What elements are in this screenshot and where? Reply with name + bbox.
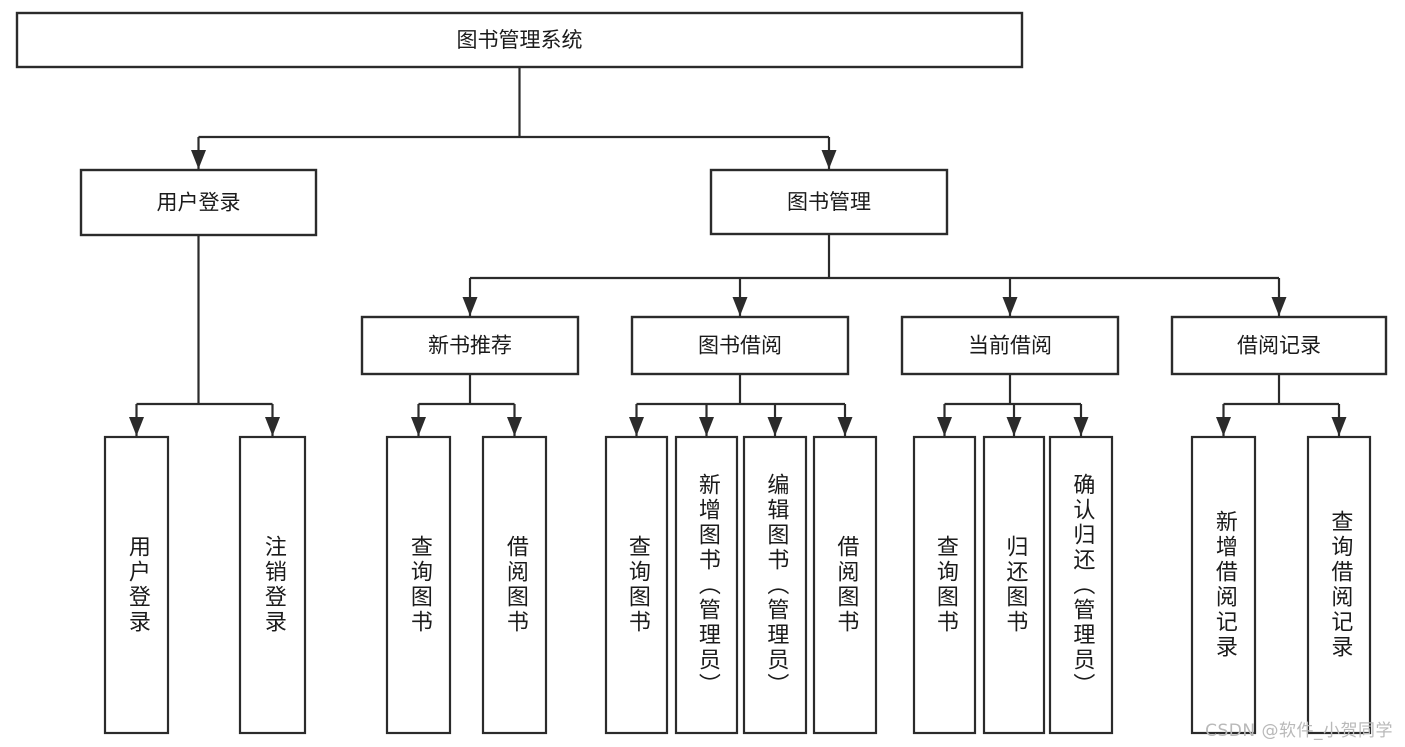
arrow-head-icon-level2-0 <box>191 150 206 169</box>
arrow-head-icon-level3-0 <box>462 297 478 316</box>
leaf-box-book_borrow-0[interactable] <box>604 435 669 735</box>
leaf-box-new_book_recommend-0[interactable] <box>385 435 452 735</box>
arrow-head-icon-borrow_record-0 <box>1216 417 1231 436</box>
node-box-root[interactable] <box>15 11 1024 69</box>
leaf-box-current_borrow-0[interactable] <box>912 435 977 735</box>
leaf-box-book_borrow-3[interactable] <box>812 435 878 735</box>
arrow-head-icon-current_borrow-1 <box>1006 417 1022 436</box>
arrow-head-icon-new_book_recommend-0 <box>411 417 426 436</box>
leaf-box-book_borrow-2[interactable] <box>742 435 808 735</box>
arrow-head-icon-level3-1 <box>732 297 748 316</box>
node-box-new-book-recommend[interactable] <box>360 315 580 376</box>
node-label-root: 图书管理系统 <box>457 28 583 52</box>
leaf-box-user_login-0[interactable] <box>103 435 170 735</box>
leaf-box-new_book_recommend-1[interactable] <box>481 435 548 735</box>
node-box-borrow-record[interactable] <box>1170 315 1388 376</box>
arrow-head-icon-borrow_record-1 <box>1331 417 1347 436</box>
leaf-box-borrow_record-0[interactable] <box>1190 435 1257 735</box>
connector-layer <box>129 67 1347 436</box>
arrow-head-icon-book_borrow-3 <box>837 417 853 436</box>
node-label-borrow-record: 借阅记录 <box>1237 334 1321 358</box>
arrow-head-icon-book_borrow-0 <box>629 417 644 436</box>
node-label-current-borrow: 当前借阅 <box>968 334 1052 358</box>
node-box-user-login[interactable] <box>79 168 318 237</box>
arrow-head-icon-level3-2 <box>1002 297 1018 316</box>
leaf-box-current_borrow-2[interactable] <box>1048 435 1114 735</box>
arrow-head-icon-user_login-1 <box>265 417 280 436</box>
leaf-box-user_login-1[interactable] <box>238 435 307 735</box>
arrow-head-icon-current_borrow-2 <box>1073 417 1089 436</box>
arrow-head-icon-level3-3 <box>1271 297 1287 316</box>
leaf-box-book_borrow-1[interactable] <box>674 435 739 735</box>
arrow-head-icon-level2-1 <box>821 150 837 169</box>
arrow-head-icon-book_borrow-1 <box>699 417 714 436</box>
leaf-box-borrow_record-1[interactable] <box>1306 435 1372 735</box>
arrow-head-icon-new_book_recommend-1 <box>507 417 522 436</box>
leaf-box-current_borrow-1[interactable] <box>982 435 1046 735</box>
arrow-head-icon-user_login-0 <box>129 417 144 436</box>
node-label-new-book-recommend: 新书推荐 <box>428 334 512 358</box>
node-label-book-borrow: 图书借阅 <box>698 334 782 358</box>
node-box-book-management[interactable] <box>709 168 949 236</box>
arrow-head-icon-current_borrow-0 <box>937 417 952 436</box>
node-label-book-management: 图书管理 <box>787 190 871 214</box>
node-label-user-login: 用户登录 <box>157 191 241 215</box>
node-box-layer <box>15 11 1388 735</box>
node-box-book-borrow[interactable] <box>630 315 850 376</box>
arrow-head-icon-book_borrow-2 <box>767 417 783 436</box>
node-box-current-borrow[interactable] <box>900 315 1120 376</box>
